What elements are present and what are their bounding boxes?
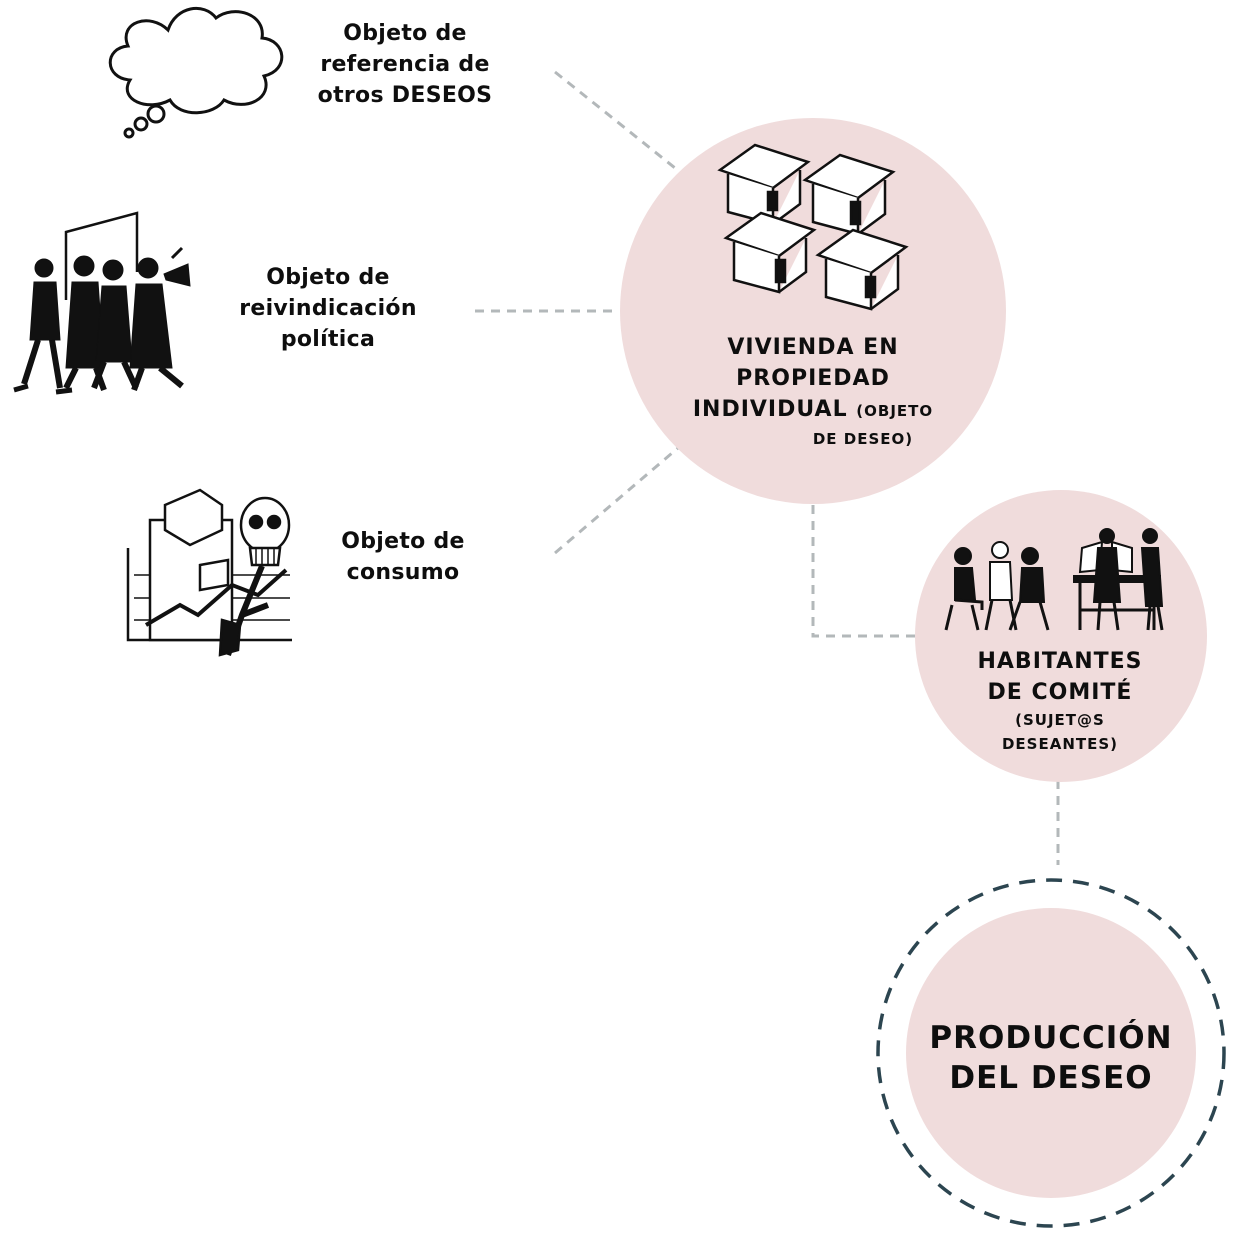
thought-bubble-icon bbox=[108, 7, 284, 139]
vivienda-line-3: INDIVIDUAL (OBJETO bbox=[640, 394, 986, 427]
habitantes-label: HABITANTES DE COMITÉ (SUJET@S DESEANTES) bbox=[940, 646, 1180, 756]
vivienda-line-2: PROPIEDAD bbox=[736, 366, 890, 391]
habitantes-line-2: DE COMITÉ bbox=[987, 680, 1133, 705]
referencia-line: referencia de bbox=[320, 52, 490, 77]
produccion-line-2: DEL DESEO bbox=[949, 1060, 1153, 1096]
produccion-label: PRODUCCIÓN DEL DESEO bbox=[911, 1018, 1191, 1098]
vivienda-line-1: VIVIENDA EN bbox=[727, 335, 899, 360]
vivienda-label: VIVIENDA EN PROPIEDAD INDIVIDUAL (OBJETO… bbox=[640, 332, 986, 451]
connector-referencia bbox=[554, 70, 681, 174]
produccion-dashed-ring bbox=[876, 878, 1226, 1228]
houses-icon bbox=[717, 143, 909, 311]
reivindicacion-line: reivindicación bbox=[239, 296, 417, 321]
committee-people-icon bbox=[944, 528, 1164, 631]
vivienda-line-4: DE DESEO) bbox=[812, 430, 914, 448]
protest-march-icon bbox=[13, 211, 191, 395]
referencia-label: Objeto de referencia de otros DESEOS bbox=[300, 18, 510, 111]
consumo-line: consumo bbox=[346, 560, 460, 585]
habitantes-line-3: (SUJET@S bbox=[1015, 711, 1105, 729]
consumo-line: Objeto de bbox=[341, 529, 465, 554]
vivienda-line-3-sub: (OBJETO bbox=[856, 402, 934, 420]
connectors bbox=[475, 70, 1060, 865]
connector-consumo bbox=[554, 446, 679, 555]
connector-vivienda-habitantes bbox=[811, 505, 918, 638]
habitantes-circle bbox=[915, 490, 1207, 782]
vivienda-circle bbox=[620, 118, 1006, 504]
referencia-line: otros DESEOS bbox=[317, 83, 493, 108]
produccion-line-1: PRODUCCIÓN bbox=[929, 1020, 1173, 1056]
consumo-label: Objeto de consumo bbox=[318, 526, 488, 588]
vivienda-line-3-main: INDIVIDUAL bbox=[692, 397, 848, 422]
referencia-line: Objeto de bbox=[343, 21, 467, 46]
habitantes-line-1: HABITANTES bbox=[977, 649, 1143, 674]
produccion-circle bbox=[906, 908, 1196, 1198]
consumption-skull-chart-icon bbox=[126, 488, 292, 657]
habitantes-line-4: DESEANTES) bbox=[1001, 735, 1119, 753]
reivindicacion-label: Objeto de reivindicación política bbox=[218, 262, 438, 355]
reivindicacion-line: Objeto de bbox=[266, 265, 390, 290]
reivindicacion-line: política bbox=[280, 327, 376, 352]
